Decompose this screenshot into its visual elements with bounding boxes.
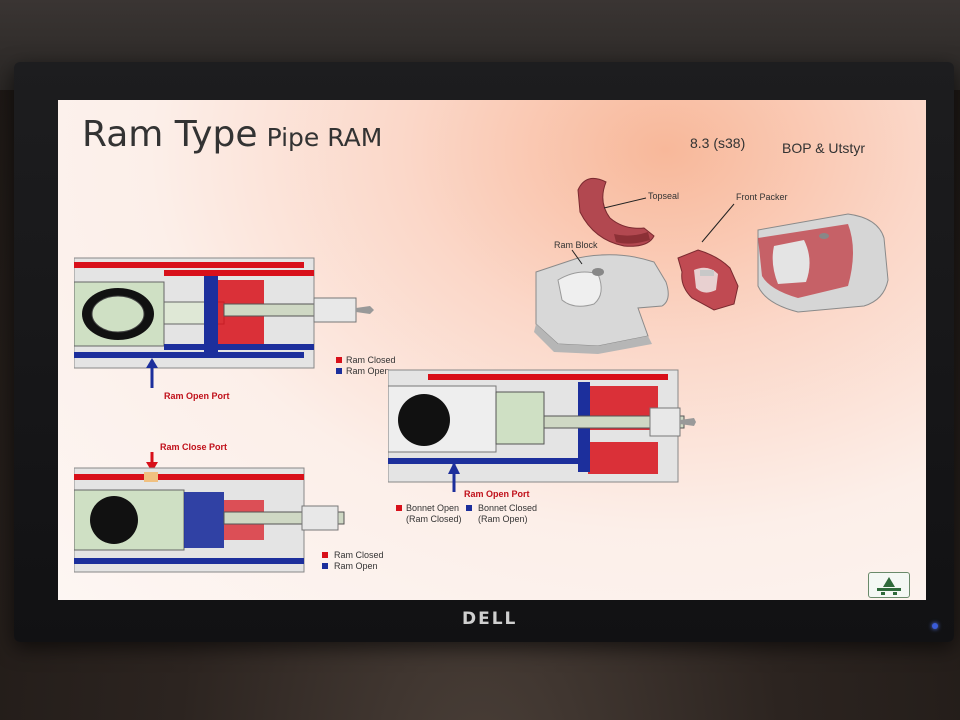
assembled-ram-part: [757, 213, 889, 313]
legend-red-square-2: [322, 552, 328, 558]
label-front-packer: Front Packer: [736, 192, 788, 202]
label-topseal: Topseal: [648, 191, 680, 201]
slide-screen: Ram Type Pipe RAM 8.3 (s38) BOP & Utstyr: [58, 100, 926, 600]
cross-section-bonnet: [388, 369, 696, 492]
title-sub: Pipe RAM: [266, 123, 383, 152]
slide-title: Ram Type Pipe RAM: [82, 114, 382, 155]
slide-reference: 8.3 (s38): [690, 135, 746, 151]
company-logo: [868, 572, 910, 598]
course-name: BOP & Utstyr: [782, 140, 865, 156]
legend-ram-open-2: Ram Open: [334, 561, 378, 571]
label-ram-close-port: Ram Close Port: [160, 442, 228, 452]
label-ram-block: Ram Block: [554, 240, 598, 250]
cross-section-ram-closing: [74, 452, 345, 573]
legend-bonnet-closed-square: [466, 505, 472, 511]
legend-bonnet-closed: Bonnet Closed: [478, 503, 538, 513]
topseal-part: [577, 177, 655, 247]
label-ram-open-port-2: Ram Open Port: [464, 489, 530, 499]
title-main: Ram Type: [82, 114, 258, 155]
legend-bonnet-open: Bonnet Open: [406, 503, 460, 513]
front-packer-part: [677, 249, 739, 311]
legend-ram-open-1: Ram Open: [346, 366, 390, 376]
legend-ram-closed-1: Ram Closed: [346, 355, 396, 365]
logo-icon: [877, 577, 901, 595]
ram-block-part: [534, 254, 669, 354]
monitor-brand-logo: DELL: [462, 609, 518, 629]
power-led-icon[interactable]: [932, 623, 938, 629]
label-ram-open-port-1: Ram Open Port: [164, 391, 230, 401]
legend-bonnet-open-sub: (Ram Closed): [406, 514, 462, 524]
legend-blue-square-2: [322, 563, 328, 569]
legend-bonnet-open-square: [396, 505, 402, 511]
legend-blue-square: [336, 368, 342, 374]
legend-ram-closed-2: Ram Closed: [334, 550, 384, 560]
legend-bonnet-closed-sub: (Ram Open): [478, 514, 528, 524]
legend-red-square: [336, 357, 342, 363]
cross-section-ram-open: [74, 257, 374, 388]
